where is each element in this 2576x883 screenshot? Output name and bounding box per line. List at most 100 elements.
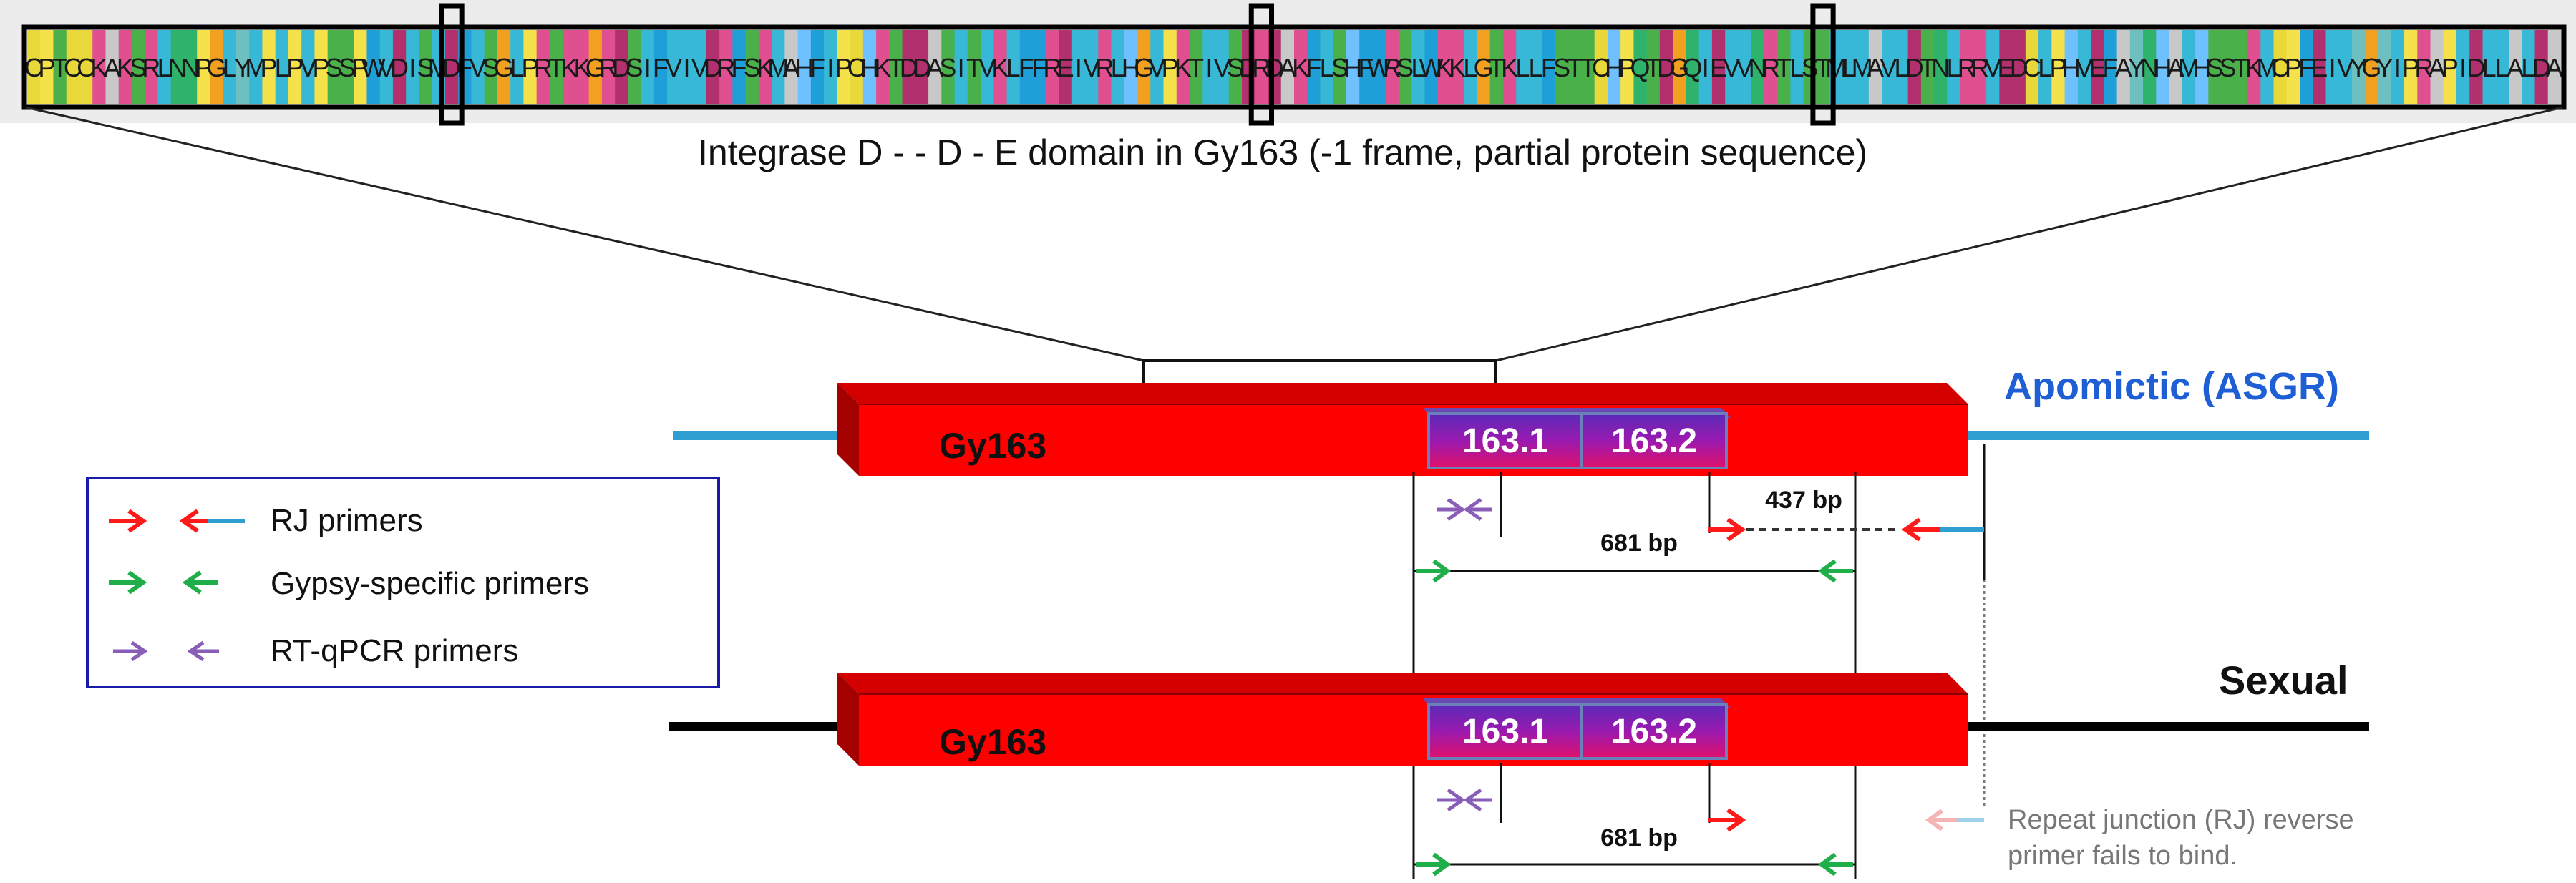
residue-cell [2273, 30, 2288, 104]
apomictic-element-label: Gy163 [939, 426, 1046, 466]
legend-qpcr-reverse-arrow [187, 640, 219, 662]
residue-letter: P [1618, 53, 1635, 82]
residue-letter: S [130, 53, 147, 82]
residue-cell [862, 30, 877, 104]
residue-cell [1764, 30, 1778, 104]
sexual-label: Sexual [2219, 658, 2348, 703]
residue-letter: D [2010, 53, 2028, 82]
residue-cell [824, 30, 837, 104]
residue-letter: L [1411, 53, 1425, 82]
residue-cell [1111, 30, 1125, 104]
residue-cell [1907, 30, 1922, 104]
residue-letter: S [326, 53, 343, 82]
residue-cell [1868, 30, 1882, 104]
residue-letter: S [2206, 53, 2223, 82]
residue-letter: E [1997, 53, 2014, 82]
residue-cell [288, 30, 302, 104]
residue-letter: V [1214, 53, 1231, 82]
residue-letter: M [245, 53, 266, 82]
residue-cell [1307, 30, 1321, 104]
residue-cell [706, 30, 720, 104]
residue-letter: L [1320, 53, 1334, 82]
residue-letter: H [1343, 53, 1362, 82]
residue-letter: D [913, 53, 931, 82]
residue-cell [1464, 30, 1478, 104]
residue-letter: S [417, 53, 434, 82]
product-437-label: 437 bp [1765, 487, 1842, 514]
rj-forward-primer [1708, 517, 1746, 542]
residue-letter: N [2140, 53, 2159, 82]
legend-qpcr-forward-arrow [113, 640, 148, 662]
residue-cell [2143, 30, 2157, 104]
residue-cell [210, 30, 224, 104]
residue-letter: T [1188, 53, 1204, 82]
gypsy-reverse-primer-sexual [1817, 852, 1853, 877]
residue-letter: G [585, 53, 606, 82]
residue-letter: F [2102, 53, 2118, 82]
residue-cell [157, 30, 172, 104]
residue-cell [1947, 30, 1961, 104]
rj-failure-note-line-2: primer fails to bind. [2008, 841, 2237, 871]
residue-letter: Y [2128, 53, 2145, 82]
residue-letter: K [1501, 53, 1518, 82]
residue-cell [2352, 30, 2366, 104]
residue-letter: N [181, 53, 200, 82]
residue-letter: W [1367, 53, 1391, 82]
residue-letter: T [1489, 53, 1505, 82]
residue-letter: L [1790, 53, 1804, 82]
residue-cell [27, 30, 41, 104]
residue-letter: P [522, 53, 539, 82]
residue-cell [1620, 30, 1635, 104]
residue-letter: E [2089, 53, 2106, 82]
residue-letter: A [2115, 53, 2132, 82]
residue-cell [2169, 30, 2183, 104]
legend-rj-forward-arrow [109, 509, 147, 533]
residue-letter: E [1710, 53, 1727, 82]
residue-cell [1816, 30, 1830, 104]
residue-letter: S [339, 53, 356, 82]
residue-letter: K [991, 53, 1008, 82]
residue-cell [1411, 30, 1426, 104]
conserved-residue-markers [439, 3, 1836, 126]
residue-letter: M [428, 53, 449, 82]
residue-cell [1228, 30, 1243, 104]
residue-letter: S [1331, 53, 1348, 82]
residue-cell [2051, 30, 2066, 104]
residue-letter: K [757, 53, 774, 82]
gy163-element-top [837, 383, 1968, 404]
residue-letter: P [2285, 53, 2302, 82]
residue-letter: L [1946, 53, 1960, 82]
sequence-frame [21, 24, 2567, 110]
residue-letter: R [599, 53, 618, 82]
residue-letter: S [1396, 53, 1414, 82]
residue-cell [1398, 30, 1412, 104]
residue-letter: S [1553, 53, 1570, 82]
residue-cell [915, 30, 929, 104]
residue-cell [1711, 30, 1726, 104]
residue-cell [993, 30, 1008, 104]
zoom-line-left [25, 106, 1144, 362]
residue-letter: C [24, 53, 43, 82]
residue-cell [235, 30, 250, 104]
residue-letter: A [2507, 53, 2524, 82]
residue-letter: R [716, 53, 735, 82]
gypsy-forward-primer-sexual [1416, 852, 1452, 877]
residue-cell [1568, 30, 1583, 104]
residue-cell [1633, 30, 1648, 104]
residue-cell [2391, 30, 2405, 104]
residue-cell [1202, 30, 1217, 104]
residue-cell [2300, 30, 2313, 104]
residue-cell [340, 30, 354, 104]
residue-cell [1738, 30, 1752, 104]
residue-cell [1424, 30, 1439, 104]
residue-letter: T [966, 53, 982, 82]
residue-letter: W [361, 53, 386, 82]
residue-letter: R [1761, 53, 1780, 82]
residue-letter: D [1657, 53, 1676, 82]
qpcr-reverse-primer-sexual [1463, 788, 1492, 812]
residue-cell [2091, 30, 2104, 104]
residue-letter: N [168, 53, 187, 82]
residue-letter: L [1842, 53, 1856, 82]
residue-cell [1477, 30, 1491, 104]
